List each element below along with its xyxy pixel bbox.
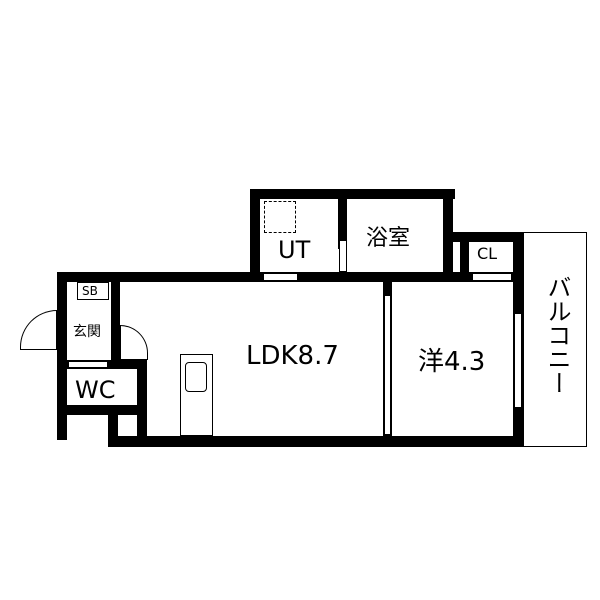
shoe-box	[77, 282, 109, 300]
balcony	[523, 232, 587, 447]
interior-door[interactable]	[120, 325, 148, 360]
washer-icon	[264, 201, 296, 233]
label-entrance: 玄関	[73, 324, 101, 340]
window	[263, 273, 298, 281]
wall	[460, 232, 469, 277]
label-ut: UT	[278, 236, 311, 264]
wall	[108, 405, 118, 447]
wall	[338, 189, 347, 249]
wall	[250, 189, 260, 279]
label-ldk: LDK8.7	[246, 341, 339, 371]
wall	[443, 189, 453, 279]
label-balcony: バルコニー	[543, 275, 571, 395]
balcony-window	[514, 313, 522, 408]
label-cl: CL	[477, 244, 498, 263]
door	[339, 240, 347, 272]
label-sb: SB	[82, 284, 98, 298]
label-wc: WC	[75, 376, 116, 404]
entrance-door[interactable]	[20, 310, 57, 350]
wall	[453, 232, 523, 242]
label-bath: 浴室	[366, 226, 411, 251]
wall	[111, 282, 120, 362]
wall	[250, 189, 455, 199]
wc-door	[68, 361, 108, 368]
label-western: 洋4.3	[418, 347, 486, 377]
wall	[137, 360, 147, 447]
sink-icon	[185, 362, 207, 392]
wall	[57, 405, 147, 415]
sliding-door	[384, 295, 391, 435]
closet-door	[472, 273, 512, 281]
wall	[108, 436, 522, 447]
wall	[57, 272, 67, 440]
